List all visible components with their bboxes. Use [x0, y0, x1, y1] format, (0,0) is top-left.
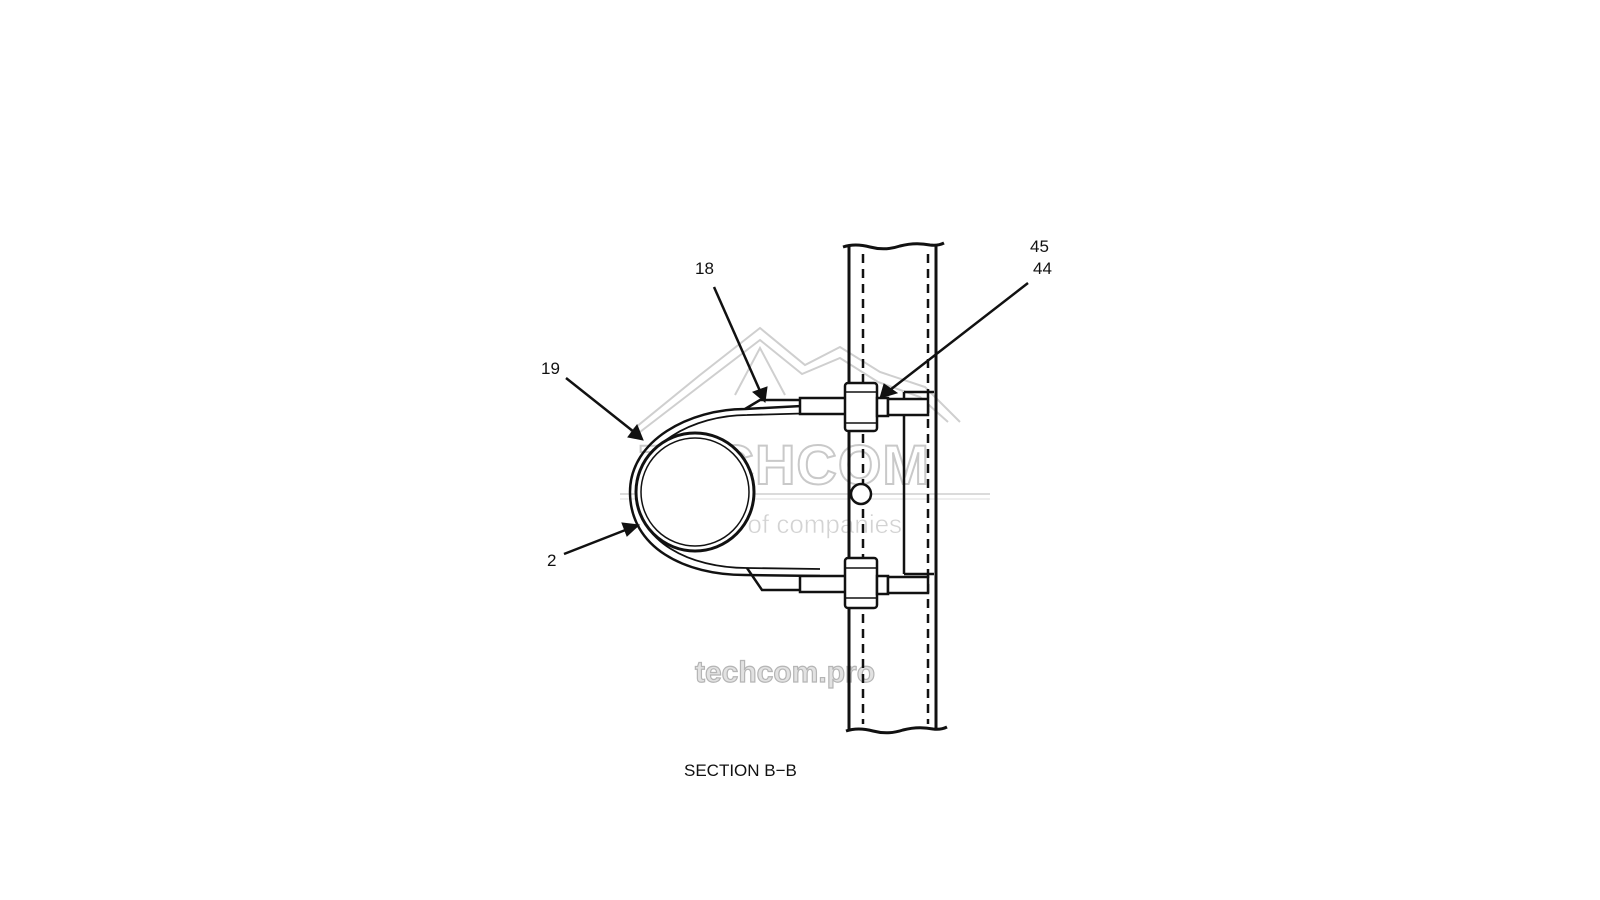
callout-44: 44: [1033, 259, 1052, 278]
bolt-lower-nut: [843, 556, 879, 610]
bracket-hole: [849, 482, 873, 506]
callout-19: 19: [541, 359, 560, 378]
bolt-lower: [798, 556, 930, 610]
watermark-mountain-logo: [629, 326, 961, 433]
member-break-bottom: [845, 725, 948, 735]
member-break-top: [842, 241, 945, 251]
leader-45-44: [889, 282, 1029, 391]
callout-18: 18: [695, 259, 714, 278]
leaders: [563, 282, 1029, 556]
watermark-url: techcom.pro: [695, 656, 875, 689]
callout-2: 2: [547, 551, 556, 570]
callout-45: 45: [1030, 237, 1049, 256]
leader-2-arrowhead: [621, 522, 641, 537]
tube-outer-wall: [634, 431, 756, 553]
bolt-lower-shank: [798, 574, 852, 594]
bolt-upper-washer: [875, 396, 890, 418]
bolt-upper: [798, 381, 930, 433]
bolt-upper-nut: [843, 381, 879, 433]
section-caption: SECTION B−B: [684, 761, 797, 780]
bracket-plate: [849, 390, 934, 576]
leader-19-arrowhead: [627, 423, 644, 441]
bolt-lower-washer: [875, 574, 890, 596]
leader-18: [712, 286, 762, 392]
tube-inner-wall: [640, 437, 750, 547]
bolt-lower-end: [886, 575, 930, 595]
leader-2: [563, 527, 629, 556]
tube: [634, 431, 756, 553]
leader-45-44-arrowhead: [879, 383, 899, 399]
leader-19: [565, 377, 635, 433]
leader-18-arrowhead: [752, 386, 768, 403]
structural-member: [842, 241, 948, 735]
bolt-upper-end: [886, 397, 930, 417]
bolt-upper-shank: [798, 396, 852, 416]
clamp-band-outer: [628, 403, 821, 578]
